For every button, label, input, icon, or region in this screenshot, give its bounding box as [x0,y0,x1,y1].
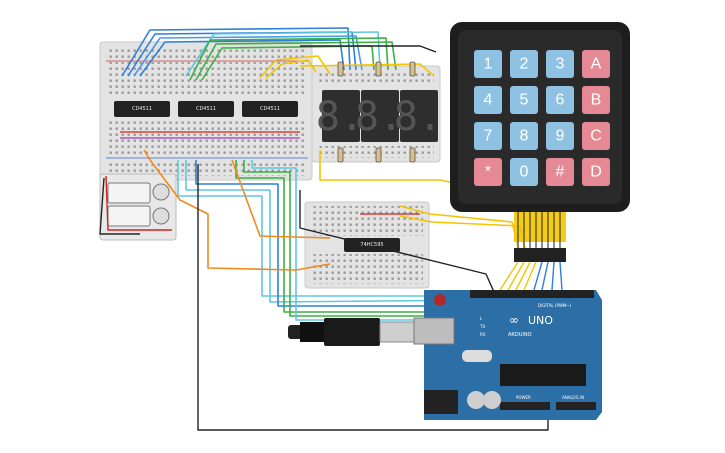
keypad-key-3-2 [546,158,574,186]
arduino-brand: ARDUINO [508,332,532,338]
keypad-key-2-0 [474,122,502,150]
keypad-key-0-2 [546,50,574,78]
led-label-rx: RX [480,332,486,337]
power-supply [99,173,177,241]
keypad-key-label: 0 [520,164,529,181]
keypad-key-label: 7 [484,128,493,145]
power-header-label: POWER [516,395,531,400]
keypad-key-label: 9 [556,128,565,145]
keypad-key-label: 5 [520,92,529,109]
keypad-key-label: 2 [520,56,529,73]
digit-1: 8. [316,94,364,140]
decoder-chip-2-label: CD4511 [196,106,216,112]
keypad-key-label: D [590,164,602,181]
resistors [337,61,416,163]
seven-segment-display-2: 8. [355,90,403,142]
keypad: 1 2 3 A 4 5 6 B 7 8 9 C * 0 # D [450,22,630,291]
digital-header-label: DIGITAL (PWM~) [538,303,572,308]
keypad-key-0-0 [474,50,502,78]
keypad-key-3-1 [510,158,538,186]
arduino-uno: UNO ARDUINO DIGITAL (PWM~) POWER ANALOG … [413,290,602,420]
keypad-key-label: # [556,164,565,181]
keypad-key-1-1 [510,86,538,114]
keypad-key-label: C [590,128,602,145]
arduino-logo-icon: ∞ [509,313,519,327]
keypad-key-label: A [591,56,602,73]
decoder-chip-1: CD4511 [114,101,170,117]
shift-register-chip: 74HC595 [344,238,400,252]
keypad-key-1-0 [474,86,502,114]
keypad-key-0-1 [510,50,538,78]
seven-segment-display-3: 8. [394,90,442,142]
keypad-key-label: 6 [556,92,565,109]
shift-register-breadboard [304,201,430,289]
decoder-chip-2: CD4511 [178,101,234,117]
usb-cable [288,318,415,346]
keypad-key-2-3 [582,122,610,150]
keypad-keys: 1 2 3 A 4 5 6 B 7 8 9 C * 0 # D [474,50,610,186]
keypad-key-3-3 [582,158,610,186]
led-label-tx: TX [479,324,485,329]
led-label-l: L [480,316,483,321]
digit-2: 8. [355,94,403,140]
shift-register-label: 74HC595 [360,242,383,248]
keypad-key-1-3 [582,86,610,114]
keypad-key-label: 1 [484,56,493,73]
keypad-key-2-2 [546,122,574,150]
keypad-key-2-1 [510,122,538,150]
decoder-chip-3-label: CD4511 [260,106,280,112]
keypad-key-label: B [591,92,602,109]
keypad-key-label: 8 [520,128,529,145]
keypad-key-label: 4 [484,92,493,109]
keypad-key-1-2 [546,86,574,114]
keypad-key-label: 3 [556,56,565,73]
keypad-key-3-0 [474,158,502,186]
keypad-key-label: * [485,164,491,181]
analog-header-label: ANALOG IN [562,395,584,400]
seven-segment-display-1: 8. [316,90,364,142]
arduino-model: UNO [528,314,553,327]
decoder-chip-3: CD4511 [242,101,298,117]
decoder-chip-1-label: CD4511 [132,106,152,112]
keypad-key-0-3 [582,50,610,78]
digit-3: 8. [394,94,442,140]
